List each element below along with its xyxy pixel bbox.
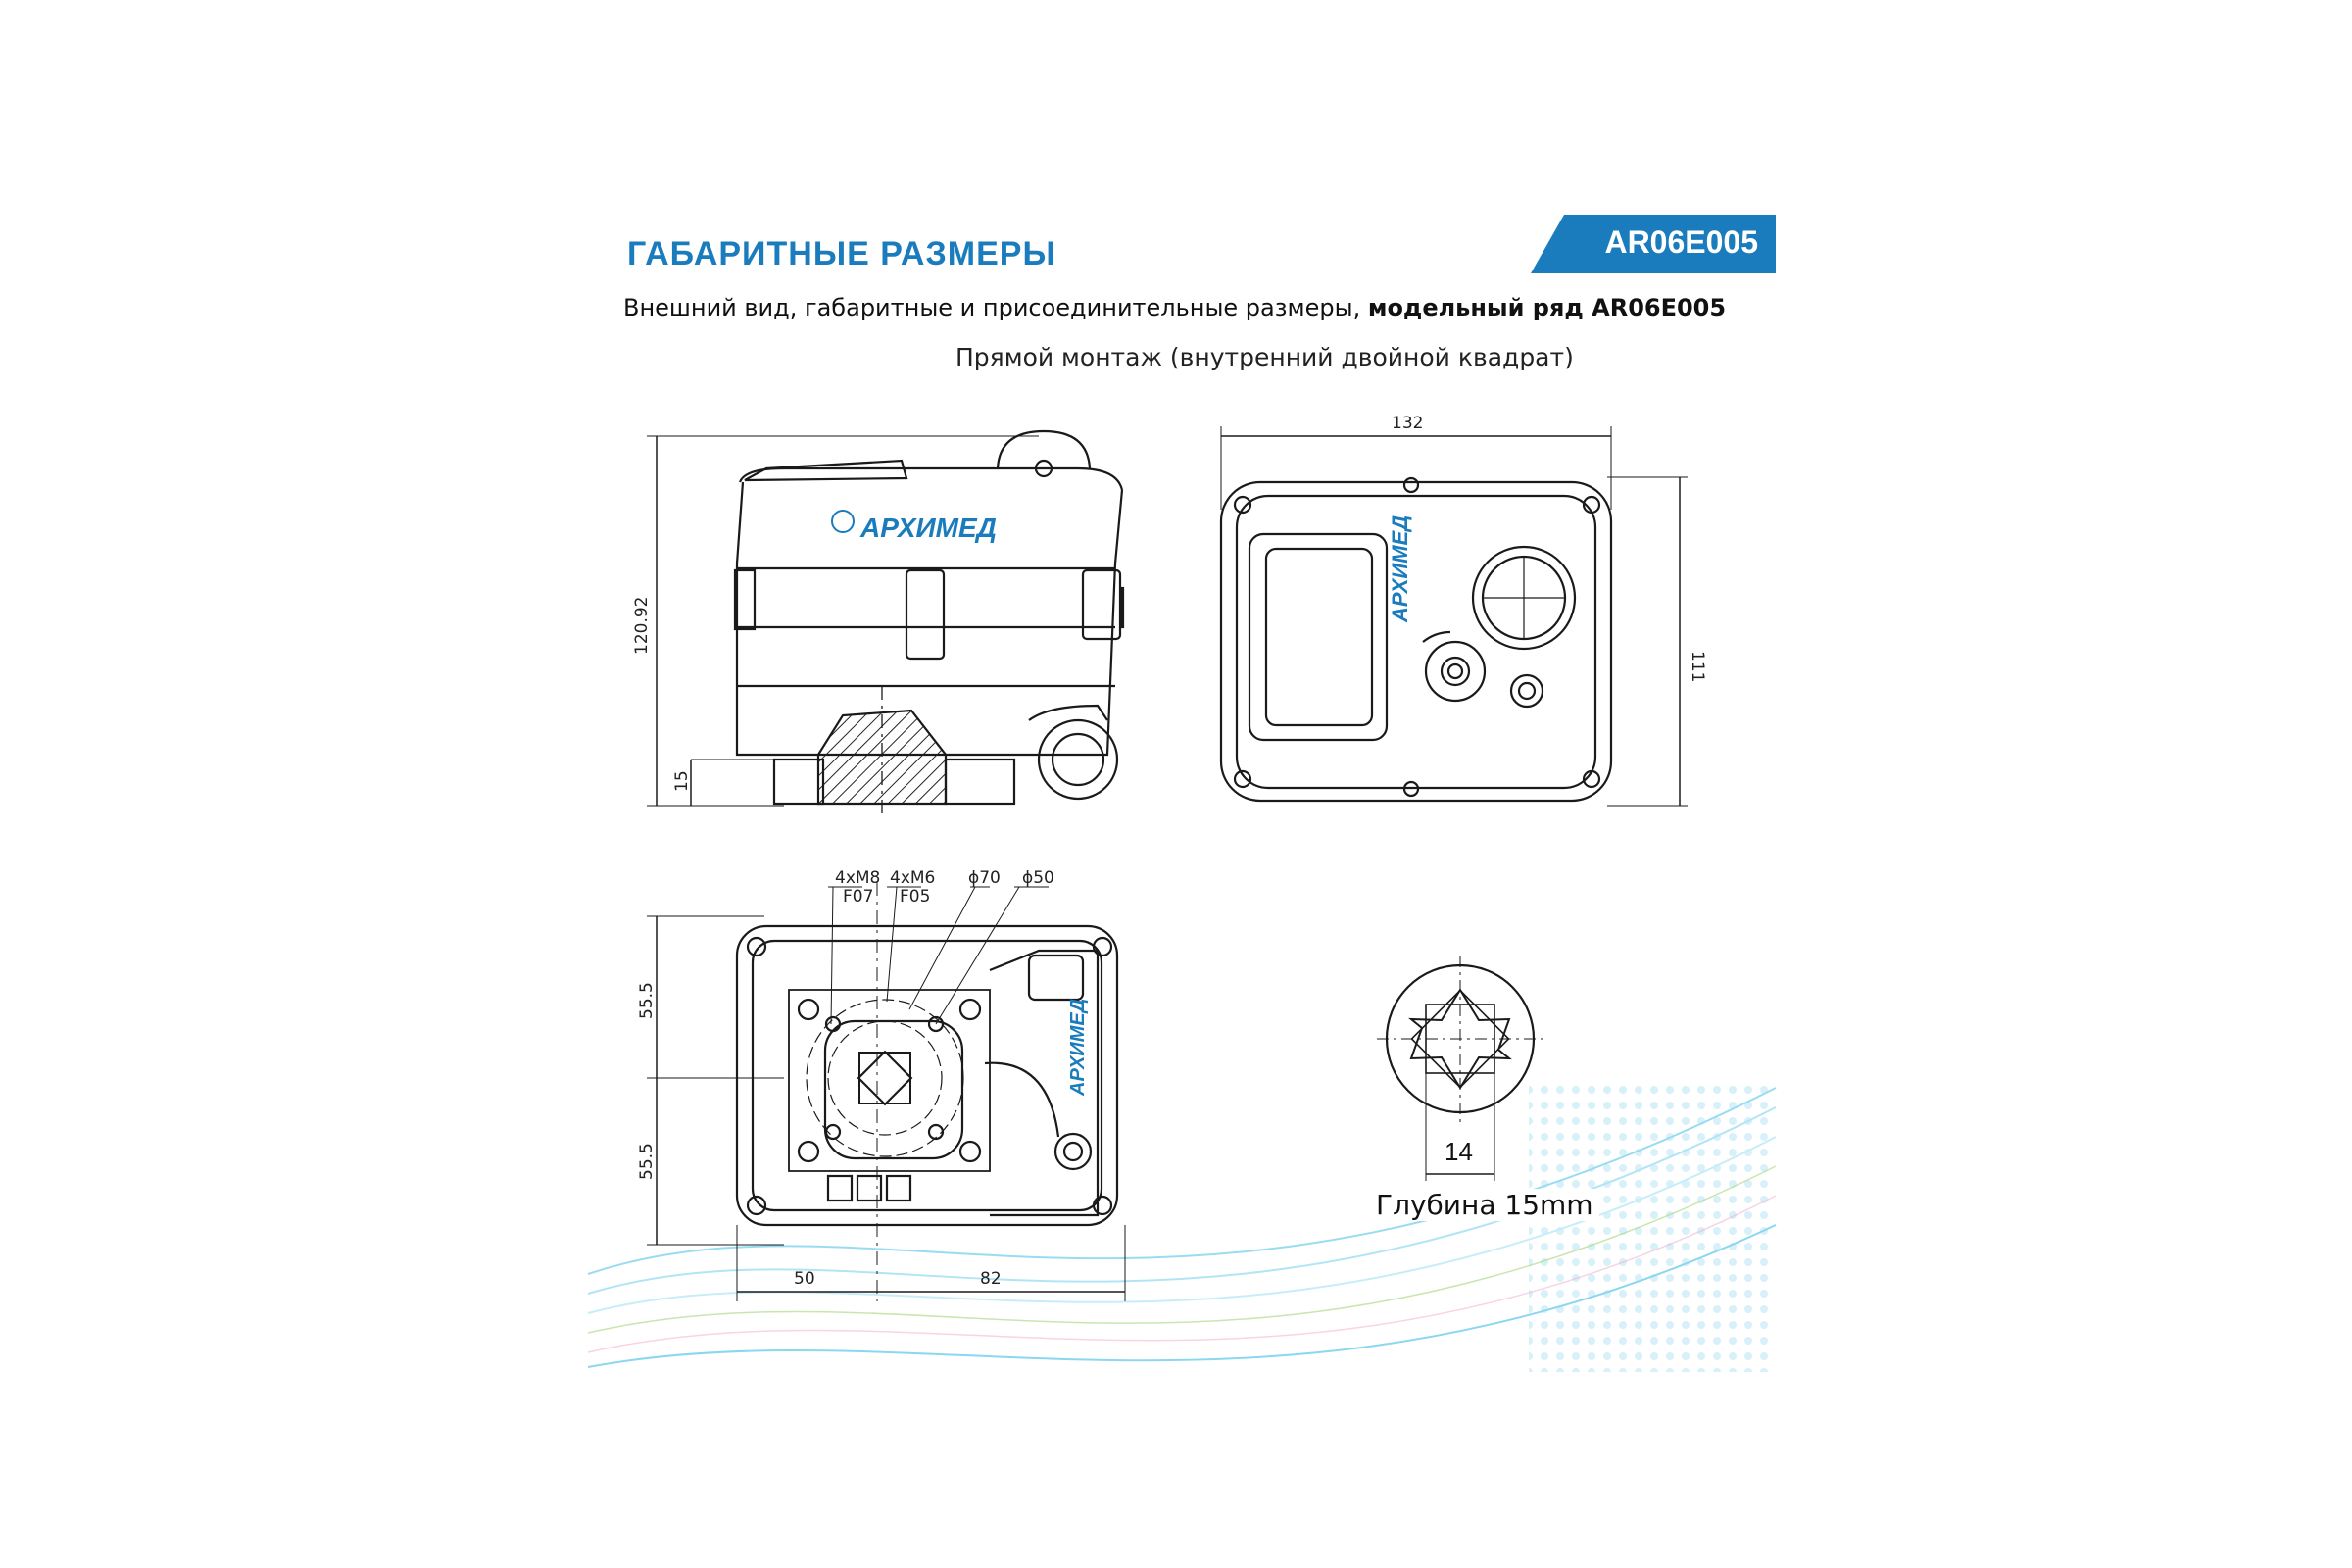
dim-bottom-left: 50 bbox=[794, 1269, 815, 1289]
model-badge: AR06E005 bbox=[1531, 215, 1776, 273]
mount-note: Прямой монтаж (внутренний двойной квадра… bbox=[956, 343, 1574, 371]
badge-shape bbox=[1531, 215, 1776, 273]
archimed-logo-bottom: АРХИМЕД bbox=[1067, 999, 1089, 1097]
subtitle-text: Внешний вид, габаритные и присоединитель… bbox=[623, 294, 1368, 321]
logo-text-side: АРХИМЕД bbox=[859, 513, 997, 543]
bottom-view bbox=[647, 882, 1126, 1301]
dim-bottom-lower: 55.5 bbox=[637, 1143, 657, 1180]
bolt-f07-flange: F07 bbox=[843, 887, 874, 906]
logo-text-bottom: АРХИМЕД bbox=[1067, 999, 1089, 1097]
dim-side-height: 120.92 bbox=[632, 596, 652, 655]
pcd-70-label: ϕ70 bbox=[968, 868, 1001, 888]
background-waves bbox=[587, 1078, 1777, 1372]
dim-front-width: 132 bbox=[1392, 414, 1424, 433]
front-view bbox=[1219, 426, 1688, 807]
archimed-logo-front: АРХИМЕД bbox=[1388, 515, 1412, 623]
dim-front-height: 111 bbox=[1688, 651, 1707, 683]
subtitle-model: модельный ряд AR06E005 bbox=[1367, 294, 1727, 321]
dim-bottom-right: 82 bbox=[980, 1269, 1002, 1289]
bolt-f05-flange: F05 bbox=[900, 887, 931, 906]
side-view bbox=[647, 429, 1125, 813]
logo-text-front: АРХИМЕД bbox=[1388, 515, 1412, 623]
bolt-f07-thread: 4xM8 bbox=[835, 868, 881, 888]
dim-bottom-upper: 55.5 bbox=[637, 982, 657, 1019]
double-square-detail bbox=[1377, 956, 1544, 1181]
square-depth-label: Глубина 15mm bbox=[1370, 1189, 1599, 1221]
model-badge-label: AR06E005 bbox=[1604, 224, 1758, 260]
pcd-50-label: ϕ50 bbox=[1022, 868, 1054, 888]
dim-side-base: 15 bbox=[672, 770, 692, 792]
dim-square-size: 14 bbox=[1445, 1137, 1473, 1166]
page-title: ГАБАРИТНЫЕ РАЗМЕРЫ bbox=[627, 235, 1056, 272]
bolt-f05-thread: 4xM6 bbox=[890, 868, 936, 888]
archimed-logo-side: АРХИМЕД bbox=[831, 510, 997, 543]
subtitle: Внешний вид, габаритные и присоединитель… bbox=[623, 294, 1780, 321]
